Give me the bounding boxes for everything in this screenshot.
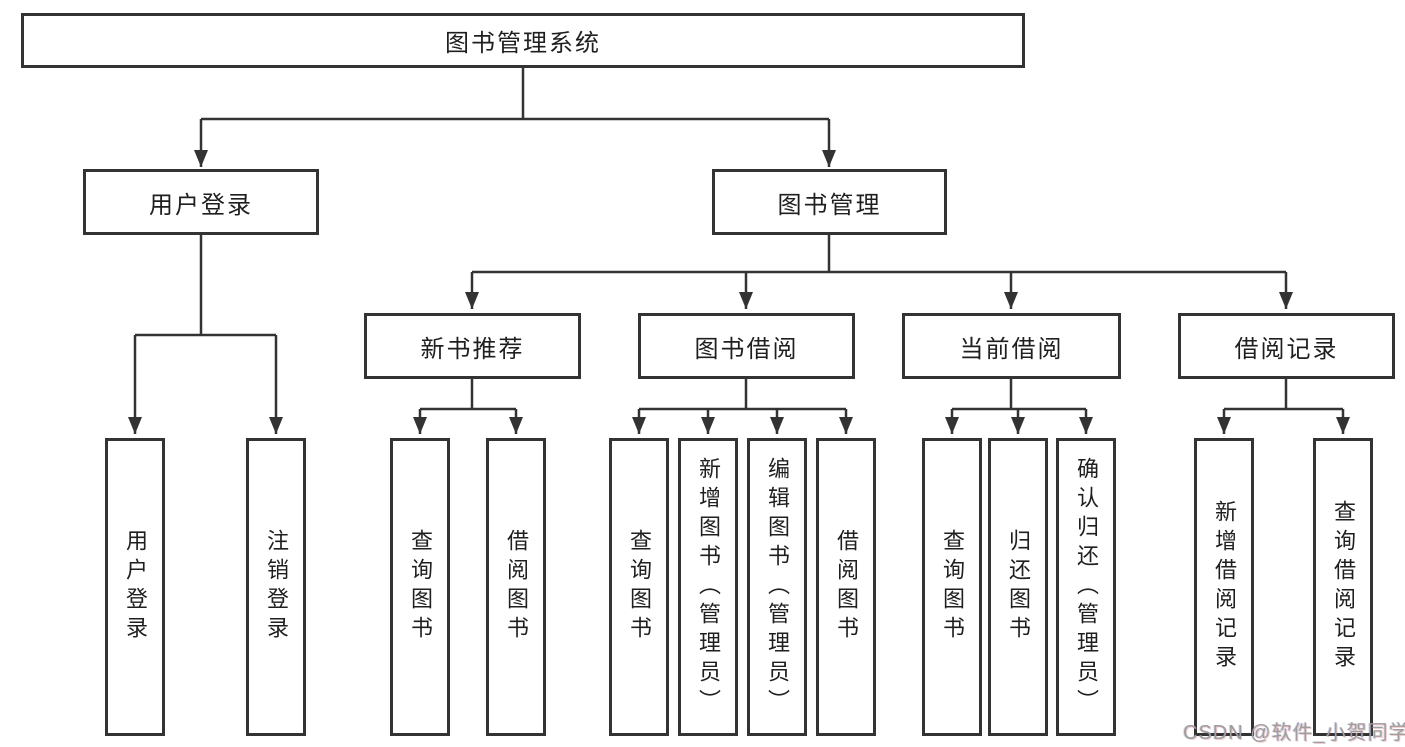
node-borrowing-records: 借阅记录 (1178, 313, 1395, 379)
node-label: 注销登录 (264, 529, 289, 645)
node-label: 用户登录 (123, 529, 148, 645)
leaf-confirm-return-admin: 确认归还（管理员） (1056, 438, 1116, 736)
node-label: 图书管理 (777, 191, 882, 219)
node-label: 借阅记录 (1234, 335, 1339, 363)
node-current-borrowing: 当前借阅 (902, 313, 1121, 379)
node-library-management-system: 图书管理系统 (21, 13, 1025, 68)
leaf-borrow-books-2: 借阅图书 (816, 438, 876, 736)
node-label: 查询图书 (940, 529, 965, 645)
node-label: 图书管理系统 (445, 30, 601, 57)
node-label: 查询图书 (627, 529, 652, 645)
leaf-query-books-1: 查询图书 (390, 438, 450, 736)
node-label: 查询借阅记录 (1331, 500, 1356, 674)
node-label: 借阅图书 (504, 529, 529, 645)
leaf-user-login: 用户登录 (105, 438, 165, 736)
leaf-add-borrow-record: 新增借阅记录 (1194, 438, 1254, 736)
leaf-query-books-2: 查询图书 (609, 438, 669, 736)
node-label: 当前借阅 (959, 335, 1064, 363)
node-label: 图书借阅 (694, 335, 799, 363)
node-label: 确认归还（管理员） (1074, 456, 1099, 718)
leaf-query-books-3: 查询图书 (922, 438, 982, 736)
node-label: 借阅图书 (834, 529, 859, 645)
node-new-book-recommendation: 新书推荐 (364, 313, 581, 379)
csdn-watermark: CSDN @软件_小贺同学 (1183, 722, 1405, 744)
node-label: 查询图书 (408, 529, 433, 645)
node-label: 用户登录 (149, 191, 253, 219)
node-label: 新增图书（管理员） (696, 456, 721, 718)
leaf-logout: 注销登录 (246, 438, 306, 736)
node-book-borrowing: 图书借阅 (638, 313, 855, 379)
leaf-borrow-books-1: 借阅图书 (486, 438, 546, 736)
leaf-add-books-admin: 新增图书（管理员） (678, 438, 738, 736)
node-user-login: 用户登录 (83, 169, 319, 235)
node-label: 新书推荐 (420, 335, 525, 363)
leaf-query-borrow-record: 查询借阅记录 (1313, 438, 1373, 736)
leaf-edit-books-admin: 编辑图书（管理员） (747, 438, 807, 736)
node-label: 新增借阅记录 (1212, 500, 1237, 674)
node-label: 归还图书 (1006, 529, 1031, 645)
node-label: 编辑图书（管理员） (765, 456, 790, 718)
node-book-management: 图书管理 (712, 169, 947, 235)
leaf-return-books: 归还图书 (988, 438, 1048, 736)
